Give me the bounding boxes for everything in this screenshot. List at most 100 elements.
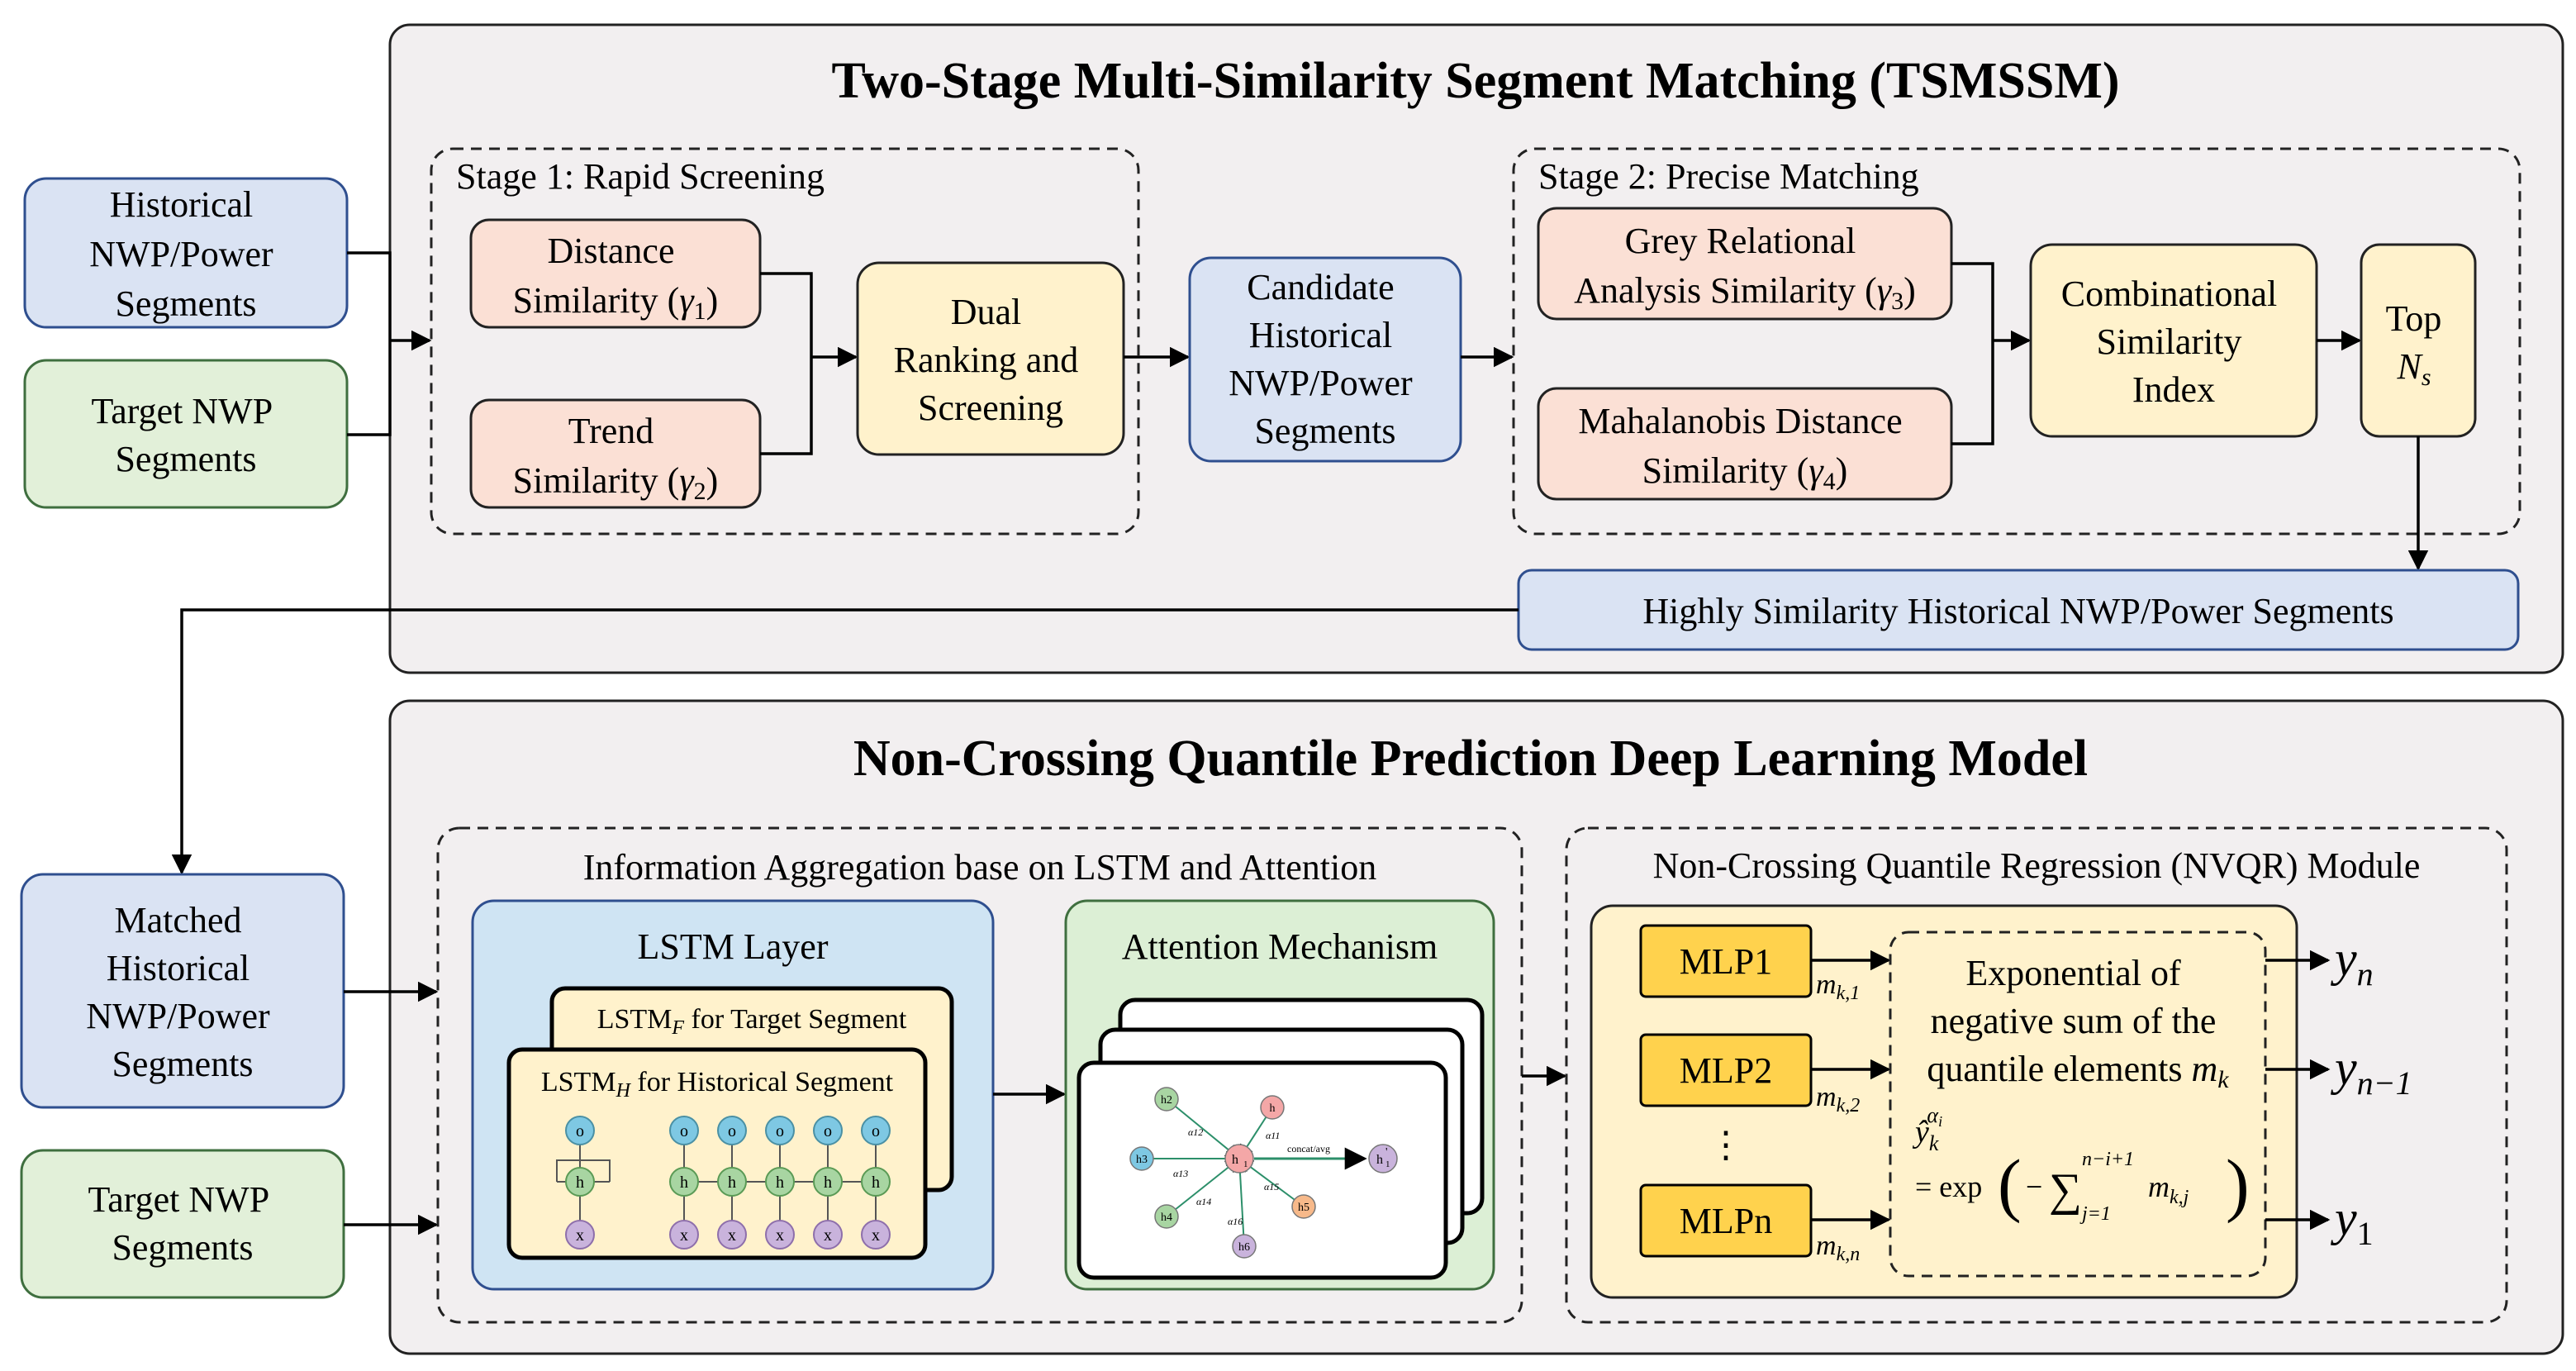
lstm-hidden-node-label: h bbox=[776, 1173, 784, 1192]
lstm-output-node-label: o bbox=[776, 1122, 784, 1140]
lstm-output-node-label: o bbox=[824, 1122, 832, 1140]
lstm-output-node-label: o bbox=[728, 1122, 736, 1140]
arrow-highly-to-matched bbox=[171, 608, 1519, 875]
target-nwp-box-top bbox=[23, 359, 349, 509]
lstm-input-node bbox=[669, 1220, 699, 1250]
attention-neighbor-node bbox=[1154, 1204, 1179, 1229]
m-label-2: mk,2 bbox=[1816, 1082, 1860, 1116]
stage1-group bbox=[430, 147, 1140, 536]
attention-center-sub: 1 bbox=[1243, 1159, 1248, 1169]
formula-sum-lower: j=1 bbox=[2079, 1203, 2111, 1225]
lstm-recurrent-loop bbox=[556, 1159, 611, 1182]
output-yn: yn bbox=[2330, 931, 2374, 993]
lstm-input-node bbox=[861, 1220, 891, 1250]
lstm-hidden-node bbox=[861, 1167, 891, 1197]
attention-center-label: h bbox=[1232, 1153, 1238, 1167]
lstm-input-node bbox=[813, 1220, 843, 1250]
attention-neighbor-node bbox=[1260, 1095, 1285, 1120]
formula-minus: − bbox=[2026, 1170, 2042, 1203]
mahalanobis-label: Mahalanobis Distance Similarity (γ4) bbox=[1578, 401, 1911, 495]
lstm-output-node-label: o bbox=[680, 1122, 688, 1140]
attention-output-label: h bbox=[1376, 1153, 1383, 1167]
nvqr-title: Non-Crossing Quantile Regression (NVQR) … bbox=[1653, 845, 2421, 886]
lstm-hidden-node-label: h bbox=[576, 1173, 584, 1192]
mlp2-label: MLP2 bbox=[1680, 1050, 1772, 1091]
attention-neighbor-node bbox=[1129, 1146, 1154, 1171]
lstm-output-node bbox=[717, 1116, 747, 1145]
stage2-title: Stage 2: Precise Matching bbox=[1538, 156, 1919, 197]
attention-weight-label: α14 bbox=[1196, 1196, 1211, 1207]
trend-similarity-label: Trend Similarity (γ2) bbox=[513, 411, 719, 505]
exponential-label: Exponential of negative sum of the quant… bbox=[1927, 953, 2229, 1093]
lstm-hidden-node bbox=[669, 1167, 699, 1197]
lstm-input-node-label: x bbox=[576, 1226, 584, 1245]
input-join-connector bbox=[347, 251, 430, 436]
mlp-ellipsis: ⋮ bbox=[1708, 1125, 1744, 1165]
historical-segments-label: Historical NWP/Power Segments bbox=[89, 184, 282, 324]
stage2-group bbox=[1512, 147, 2521, 536]
output-yn-1: yn−1 bbox=[2330, 1040, 2412, 1102]
highly-similar-label: Highly Similarity Historical NWP/Power S… bbox=[1642, 591, 2393, 631]
attention-neighbor-node bbox=[1154, 1087, 1179, 1112]
lstm-f-label: LSTMF for Target Segment bbox=[597, 1004, 907, 1039]
lstm-h-label: LSTMH for Historical Segment bbox=[541, 1067, 894, 1102]
tsmssm-title: Two-Stage Multi-Similarity Segment Match… bbox=[831, 53, 2119, 109]
attention-neighbor-label: h2 bbox=[1161, 1094, 1172, 1107]
info-aggregation-title: Information Aggregation base on LSTM and… bbox=[583, 847, 1377, 888]
dual-ranking-box bbox=[856, 261, 1125, 456]
stage1-join-connector bbox=[760, 272, 856, 455]
candidate-segments-box bbox=[1188, 256, 1462, 463]
lstm-hidden-node-label: h bbox=[824, 1173, 832, 1192]
attention-neighbor-label: h4 bbox=[1161, 1212, 1172, 1224]
lstm-output-node bbox=[813, 1116, 843, 1145]
attention-weight-label: α11 bbox=[1266, 1130, 1280, 1141]
target-nwp-label-top: Target NWP Segments bbox=[91, 391, 280, 479]
lstm-input-node-label: x bbox=[872, 1226, 880, 1245]
formula-paren-left: ( bbox=[1998, 1145, 2022, 1224]
stage2-join-connector bbox=[1951, 262, 2029, 445]
attention-weight-label: α12 bbox=[1188, 1126, 1203, 1138]
m-label-n: mk,n bbox=[1816, 1231, 1860, 1265]
attention-neighbor-label: h6 bbox=[1238, 1241, 1250, 1254]
attention-weight-label: α16 bbox=[1228, 1216, 1243, 1227]
mlp1-label: MLP1 bbox=[1680, 941, 1772, 982]
matched-segments-label: Matched Historical NWP/Power Segments bbox=[86, 900, 278, 1084]
distance-similarity-label: Distance Similarity (γ1) bbox=[513, 231, 719, 325]
lstm-input-node bbox=[765, 1220, 795, 1250]
attention-concat-label: concat/avg bbox=[1287, 1143, 1330, 1154]
attention-center-node bbox=[1224, 1144, 1254, 1173]
lstm-input-node-label: x bbox=[728, 1226, 736, 1245]
lstm-h-card bbox=[506, 1047, 928, 1260]
attention-edge bbox=[1166, 1098, 1241, 1160]
exponential-group bbox=[1889, 931, 2267, 1278]
attention-weight-label: α13 bbox=[1173, 1168, 1188, 1179]
attention-neighbor-label: h5 bbox=[1298, 1202, 1309, 1214]
lstm-hidden-node-label: h bbox=[680, 1173, 688, 1192]
lstm-input-node bbox=[717, 1220, 747, 1250]
lstm-hidden-node-label: h bbox=[728, 1173, 736, 1192]
lstm-output-node-label: o bbox=[576, 1122, 584, 1140]
lstm-hidden-node bbox=[765, 1167, 795, 1197]
attention-neighbor-node bbox=[1232, 1234, 1257, 1259]
lstm-output-node bbox=[765, 1116, 795, 1145]
lstm-hidden-node-label: h bbox=[872, 1173, 880, 1192]
lstm-input-node-label: x bbox=[824, 1226, 832, 1245]
attention-output-node bbox=[1368, 1144, 1398, 1173]
formula-paren-right: ) bbox=[2226, 1145, 2250, 1224]
attention-title: Attention Mechanism bbox=[1122, 926, 1438, 967]
formula-yhat: ŷkαi bbox=[1912, 1103, 1942, 1155]
top-ns-label: Top Ns bbox=[2386, 298, 2451, 391]
formula-sum: ∑ bbox=[2049, 1164, 2082, 1216]
lstm-hidden-node bbox=[565, 1167, 595, 1197]
target-nwp-box-bottom bbox=[20, 1149, 345, 1299]
lstm-output-node-label: o bbox=[872, 1122, 880, 1140]
output-y1: y1 bbox=[2330, 1191, 2374, 1252]
candidate-segments-label: Candidate Historical NWP/Power Segments bbox=[1229, 267, 1421, 451]
attention-neighbor-node bbox=[1291, 1194, 1316, 1219]
formula-m: mk,j bbox=[2148, 1170, 2189, 1208]
lstm-output-node bbox=[565, 1116, 595, 1145]
stage1-title: Stage 1: Rapid Screening bbox=[456, 156, 825, 197]
